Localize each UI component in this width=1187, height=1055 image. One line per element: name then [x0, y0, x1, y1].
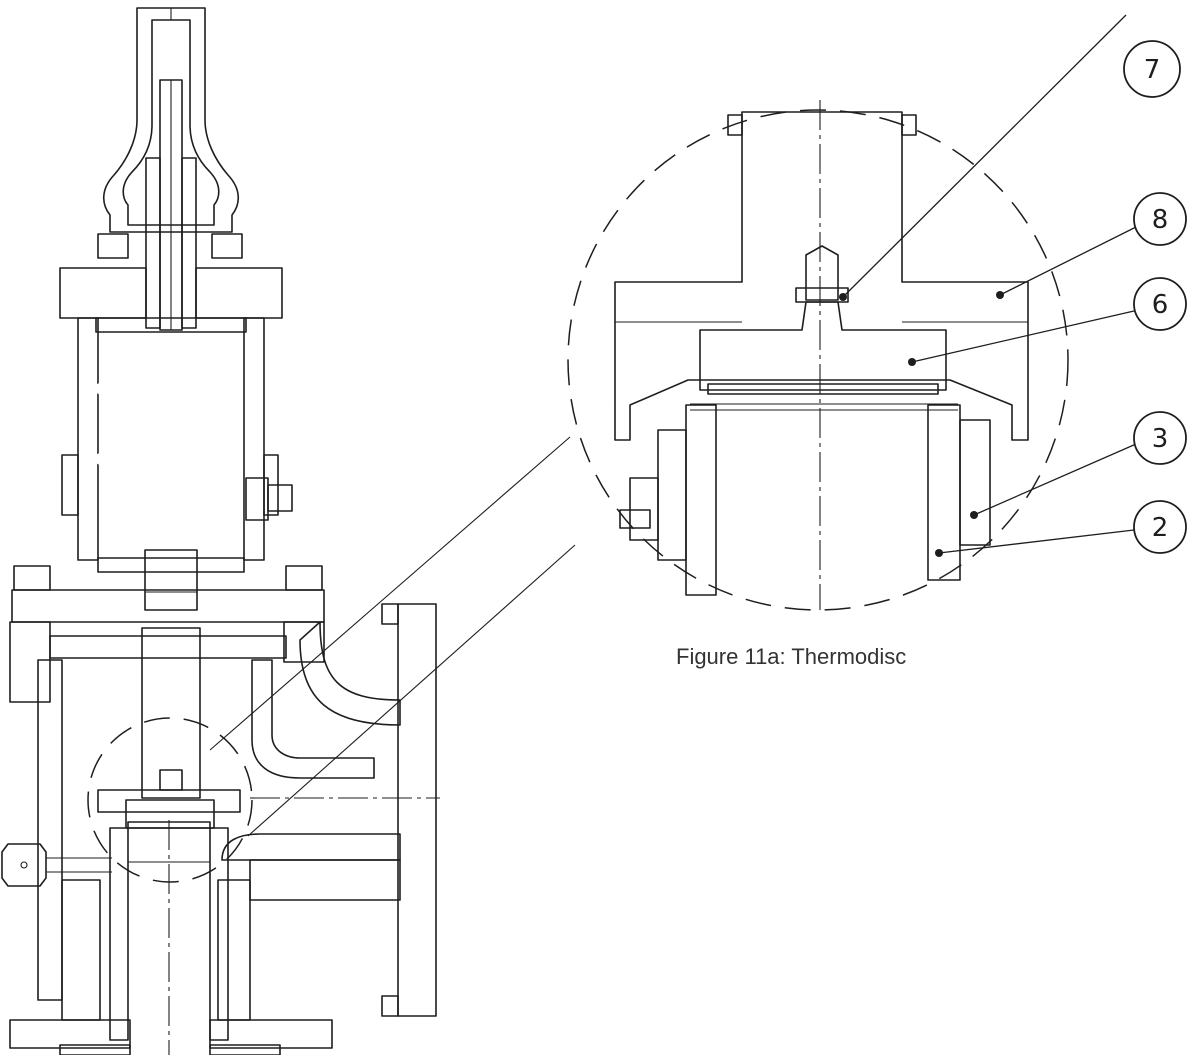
valve-body — [37, 603, 440, 1021]
detail-leader-lower — [247, 544, 576, 837]
body-bolted-flange — [9, 565, 325, 703]
nozzle-and-inlet — [9, 820, 333, 1055]
thermodisc-part — [699, 301, 947, 391]
callout-8-number: 8 — [1152, 205, 1169, 235]
figure-caption: Figure 11a: Thermodisc — [676, 644, 907, 669]
callout-2-number: 2 — [1152, 513, 1169, 543]
drain-plug — [1, 843, 112, 887]
callout-6-number: 6 — [1152, 290, 1169, 320]
callout-8: 8 — [996, 192, 1187, 299]
callout-7: 7 — [839, 14, 1181, 301]
valve-spindle — [144, 79, 198, 611]
callout-3-number: 3 — [1152, 424, 1169, 454]
detail-view-circle — [567, 109, 1069, 611]
bonnet-flange — [59, 233, 283, 333]
detail-leader-upper — [209, 436, 571, 751]
spring — [94, 346, 245, 573]
callout-7-number: 7 — [1144, 55, 1161, 85]
callout-6: 6 — [908, 277, 1187, 366]
disc-holder-part — [614, 111, 1029, 441]
detail-marker-circle — [87, 717, 253, 883]
callout-3: 3 — [970, 411, 1187, 519]
valve-cap — [102, 7, 240, 233]
safety-valve-section — [1, 7, 440, 1055]
callout-2: 2 — [935, 500, 1187, 557]
thermodisc-detail — [567, 100, 1069, 611]
